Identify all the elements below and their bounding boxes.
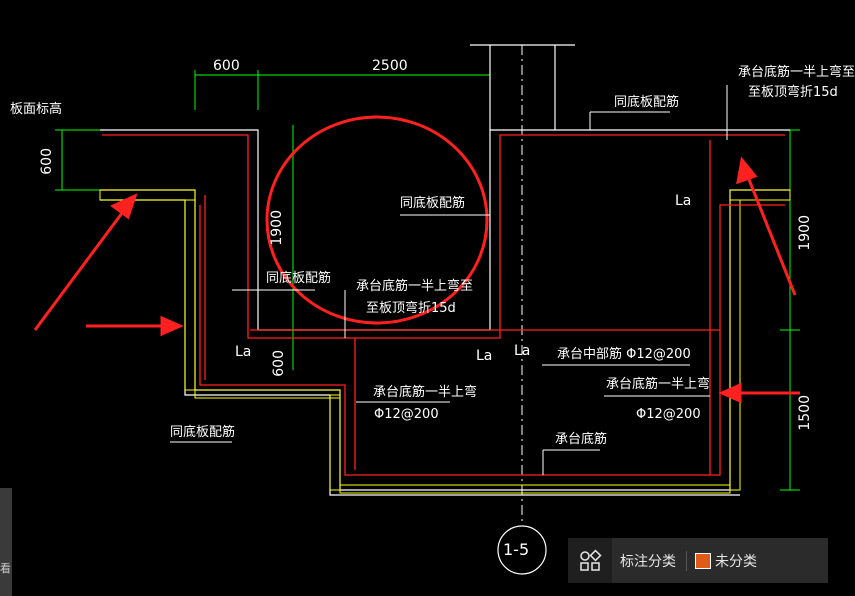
same-rebar-label-3: 同底板配筋 (266, 271, 332, 286)
category-value: 未分类 (715, 553, 757, 570)
la-label-4: La (514, 343, 531, 359)
plate-top-label: 板面标高 (10, 102, 63, 117)
cap-bottom-label-mid-2: 至板顶弯折15d (366, 301, 456, 316)
cap-bottom-label-mid-1: 承台底筋一半上弯至 (356, 279, 474, 294)
category-color-swatch (695, 552, 711, 569)
section-tag-circle (497, 525, 547, 575)
category-selector[interactable]: 未分类 (687, 551, 757, 571)
dim-1500-right: 1500 (797, 395, 813, 431)
left-edge-text: 看 (0, 562, 11, 575)
dim-600-left: 600 (39, 148, 55, 175)
dimension-lines (55, 70, 800, 491)
cap-bottom-label-top-1: 承台底筋一半上弯至 (738, 65, 855, 80)
cap-half-up-spec-right: Φ12@200 (636, 407, 701, 422)
rebar-lines (102, 134, 785, 476)
annotation-arrows (33, 156, 800, 404)
left-panel-strip: 看 (0, 488, 12, 596)
section-tag-label: 1-5 (503, 540, 530, 559)
cad-drawing-canvas[interactable] (0, 0, 828, 596)
leader-lines (170, 85, 728, 475)
highlight-circle (265, 115, 489, 325)
cap-bottom-rebar-label: 承台底筋 (555, 432, 608, 447)
dim-600-top: 600 (213, 58, 240, 74)
cap-half-up-spec-left: Φ12@200 (374, 407, 439, 422)
la-label-1: La (675, 193, 692, 209)
dim-2500: 2500 (372, 58, 408, 74)
cap-half-up-label-left: 承台底筋一半上弯 (373, 385, 478, 400)
dim-1900-right: 1900 (797, 215, 813, 251)
la-label-2: La (235, 344, 252, 360)
hatched-walls (99, 189, 791, 494)
same-rebar-label-2: 同底板配筋 (400, 196, 466, 211)
la-label-3: La (476, 348, 493, 364)
dim-600-mid: 600 (271, 350, 287, 377)
cap-mid-rebar-label: 承台中部筋 Φ12@200 (557, 347, 691, 362)
cap-bottom-label-top-2: 至板顶弯折15d (748, 85, 838, 100)
same-rebar-label-4: 同底板配筋 (170, 425, 236, 440)
same-rebar-label-1: 同底板配筋 (614, 95, 680, 110)
annotation-category-bar: 标注分类 未分类 (568, 538, 828, 583)
annotation-category-label: 标注分类 (612, 550, 687, 571)
dim-1900-mid: 1900 (269, 210, 285, 246)
cap-half-up-label-right: 承台底筋一半上弯 (606, 377, 711, 392)
grid-icon[interactable] (568, 538, 612, 583)
